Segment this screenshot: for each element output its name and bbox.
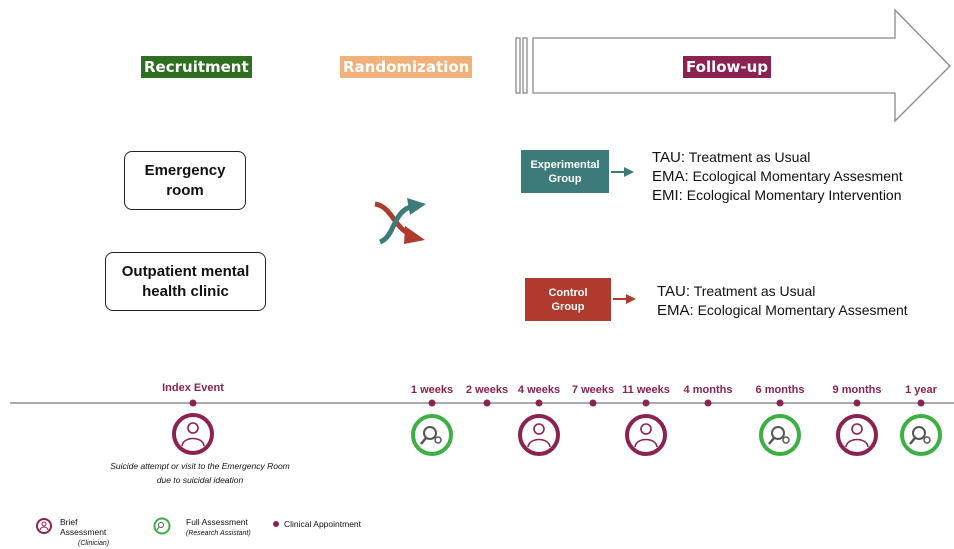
site-outpatient-label: Outpatient mental health clinic [121,262,250,300]
timepoint-label: 7 weeks [571,384,615,396]
timepoint-label: 1 weeks [410,384,454,396]
ctl-ema-abbr: EMA: [657,302,694,319]
shuffle-icon [374,198,426,245]
legend-full-icon [153,517,171,535]
exp-line-emi: EMI: Ecological Momentary Intervention [652,186,903,205]
magnifier-icon [900,414,942,456]
ctl-tau-abbr: TAU: [657,283,691,300]
exp-line-tau: TAU: Treatment as Usual [652,148,903,167]
timepoint-label: 4 weeks [517,384,561,396]
index-description-line-2: due to suicidal ideation [156,475,244,485]
legend-brief-label: Brief Assessment [60,517,107,537]
exp-ema-abbr: EMA: [652,168,689,185]
experimental-group-label: Experimental Group [530,158,600,185]
ctl-line-ema: EMA: Ecological Momentary Assesment [657,301,908,320]
ctl-line-tau: TAU: Treatment as Usual [657,282,908,301]
legend-full-label: Full Assessment [186,517,248,527]
timepoint-label: 4 months [683,384,733,396]
timepoint-dot [704,399,712,407]
legend-brief-icon [36,518,52,534]
legend-appointment: Clinical Appointment [284,519,361,529]
phase-randomization: Randomization [340,56,473,78]
legend-brief-sub: (Clinician) [78,540,110,547]
index-event-description: Suicide attempt or visit to the Emergenc… [110,459,290,487]
ctl-tau-text: Treatment as Usual [690,283,816,299]
arrow-experimental [611,167,634,177]
magnifier-icon [411,414,453,456]
legend-appointment-dot [273,521,279,527]
ctl-ema-text: Ecological Momentary Assesment [693,302,908,318]
timepoint-dot [428,399,436,407]
timepoint-label: 11 weeks [622,384,670,396]
index-event-icon [172,413,214,455]
exp-emi-text: Ecological Momentary Intervention [682,187,902,203]
phase-recruitment: Recruitment [141,56,252,78]
timepoint-label: 2 weeks [465,384,509,396]
legend-full: Full Assessment (Research Assistant) [186,517,251,539]
follow-up-arrow [515,8,951,123]
exp-tau-text: Treatment as Usual [685,149,811,165]
exp-emi-abbr: EMI: [652,187,683,204]
control-description: TAU: Treatment as Usual EMA: Ecological … [657,282,908,320]
legend-brief: Brief Assessment (Clinician) [60,517,110,549]
timepoint-dot [589,399,597,407]
timepoint-dot [642,399,650,407]
legend-appointment-label: Clinical Appointment [284,519,362,529]
control-group-box: Control Group [525,278,611,321]
experimental-description: TAU: Treatment as Usual EMA: Ecological … [652,148,903,205]
clinician-icon [518,414,560,456]
exp-tau-abbr: TAU: [652,149,686,166]
timepoint-label: 9 months [832,384,882,396]
index-description-line-1: Suicide attempt or visit to the Emergenc… [110,461,290,471]
index-event-dot [189,399,197,407]
timepoint-label: 6 months [755,384,805,396]
exp-line-ema: EMA: Ecological Momentary Assesment [652,167,903,186]
site-emergency-room-label: Emergency room [144,161,226,199]
site-outpatient-clinic: Outpatient mental health clinic [105,252,266,311]
timepoint-dot [853,399,861,407]
legend-full-sub: (Research Assistant) [186,530,251,537]
index-event-label: Index Event [162,382,224,394]
magnifier-icon [759,414,801,456]
control-group-label: Control Group [548,286,588,313]
arrow-control [613,294,636,304]
site-emergency-room: Emergency room [124,151,246,210]
clinician-icon [836,414,878,456]
clinician-icon [625,414,667,456]
timepoint-dot [535,399,543,407]
experimental-group-box: Experimental Group [521,150,609,193]
timepoint-label: 1 year [905,384,937,396]
phase-follow-up: Follow-up [683,56,772,78]
exp-ema-text: Ecological Momentary Assesment [688,168,903,184]
timepoint-dot [917,399,925,407]
timepoint-dot [776,399,784,407]
timepoint-dot [483,399,491,407]
